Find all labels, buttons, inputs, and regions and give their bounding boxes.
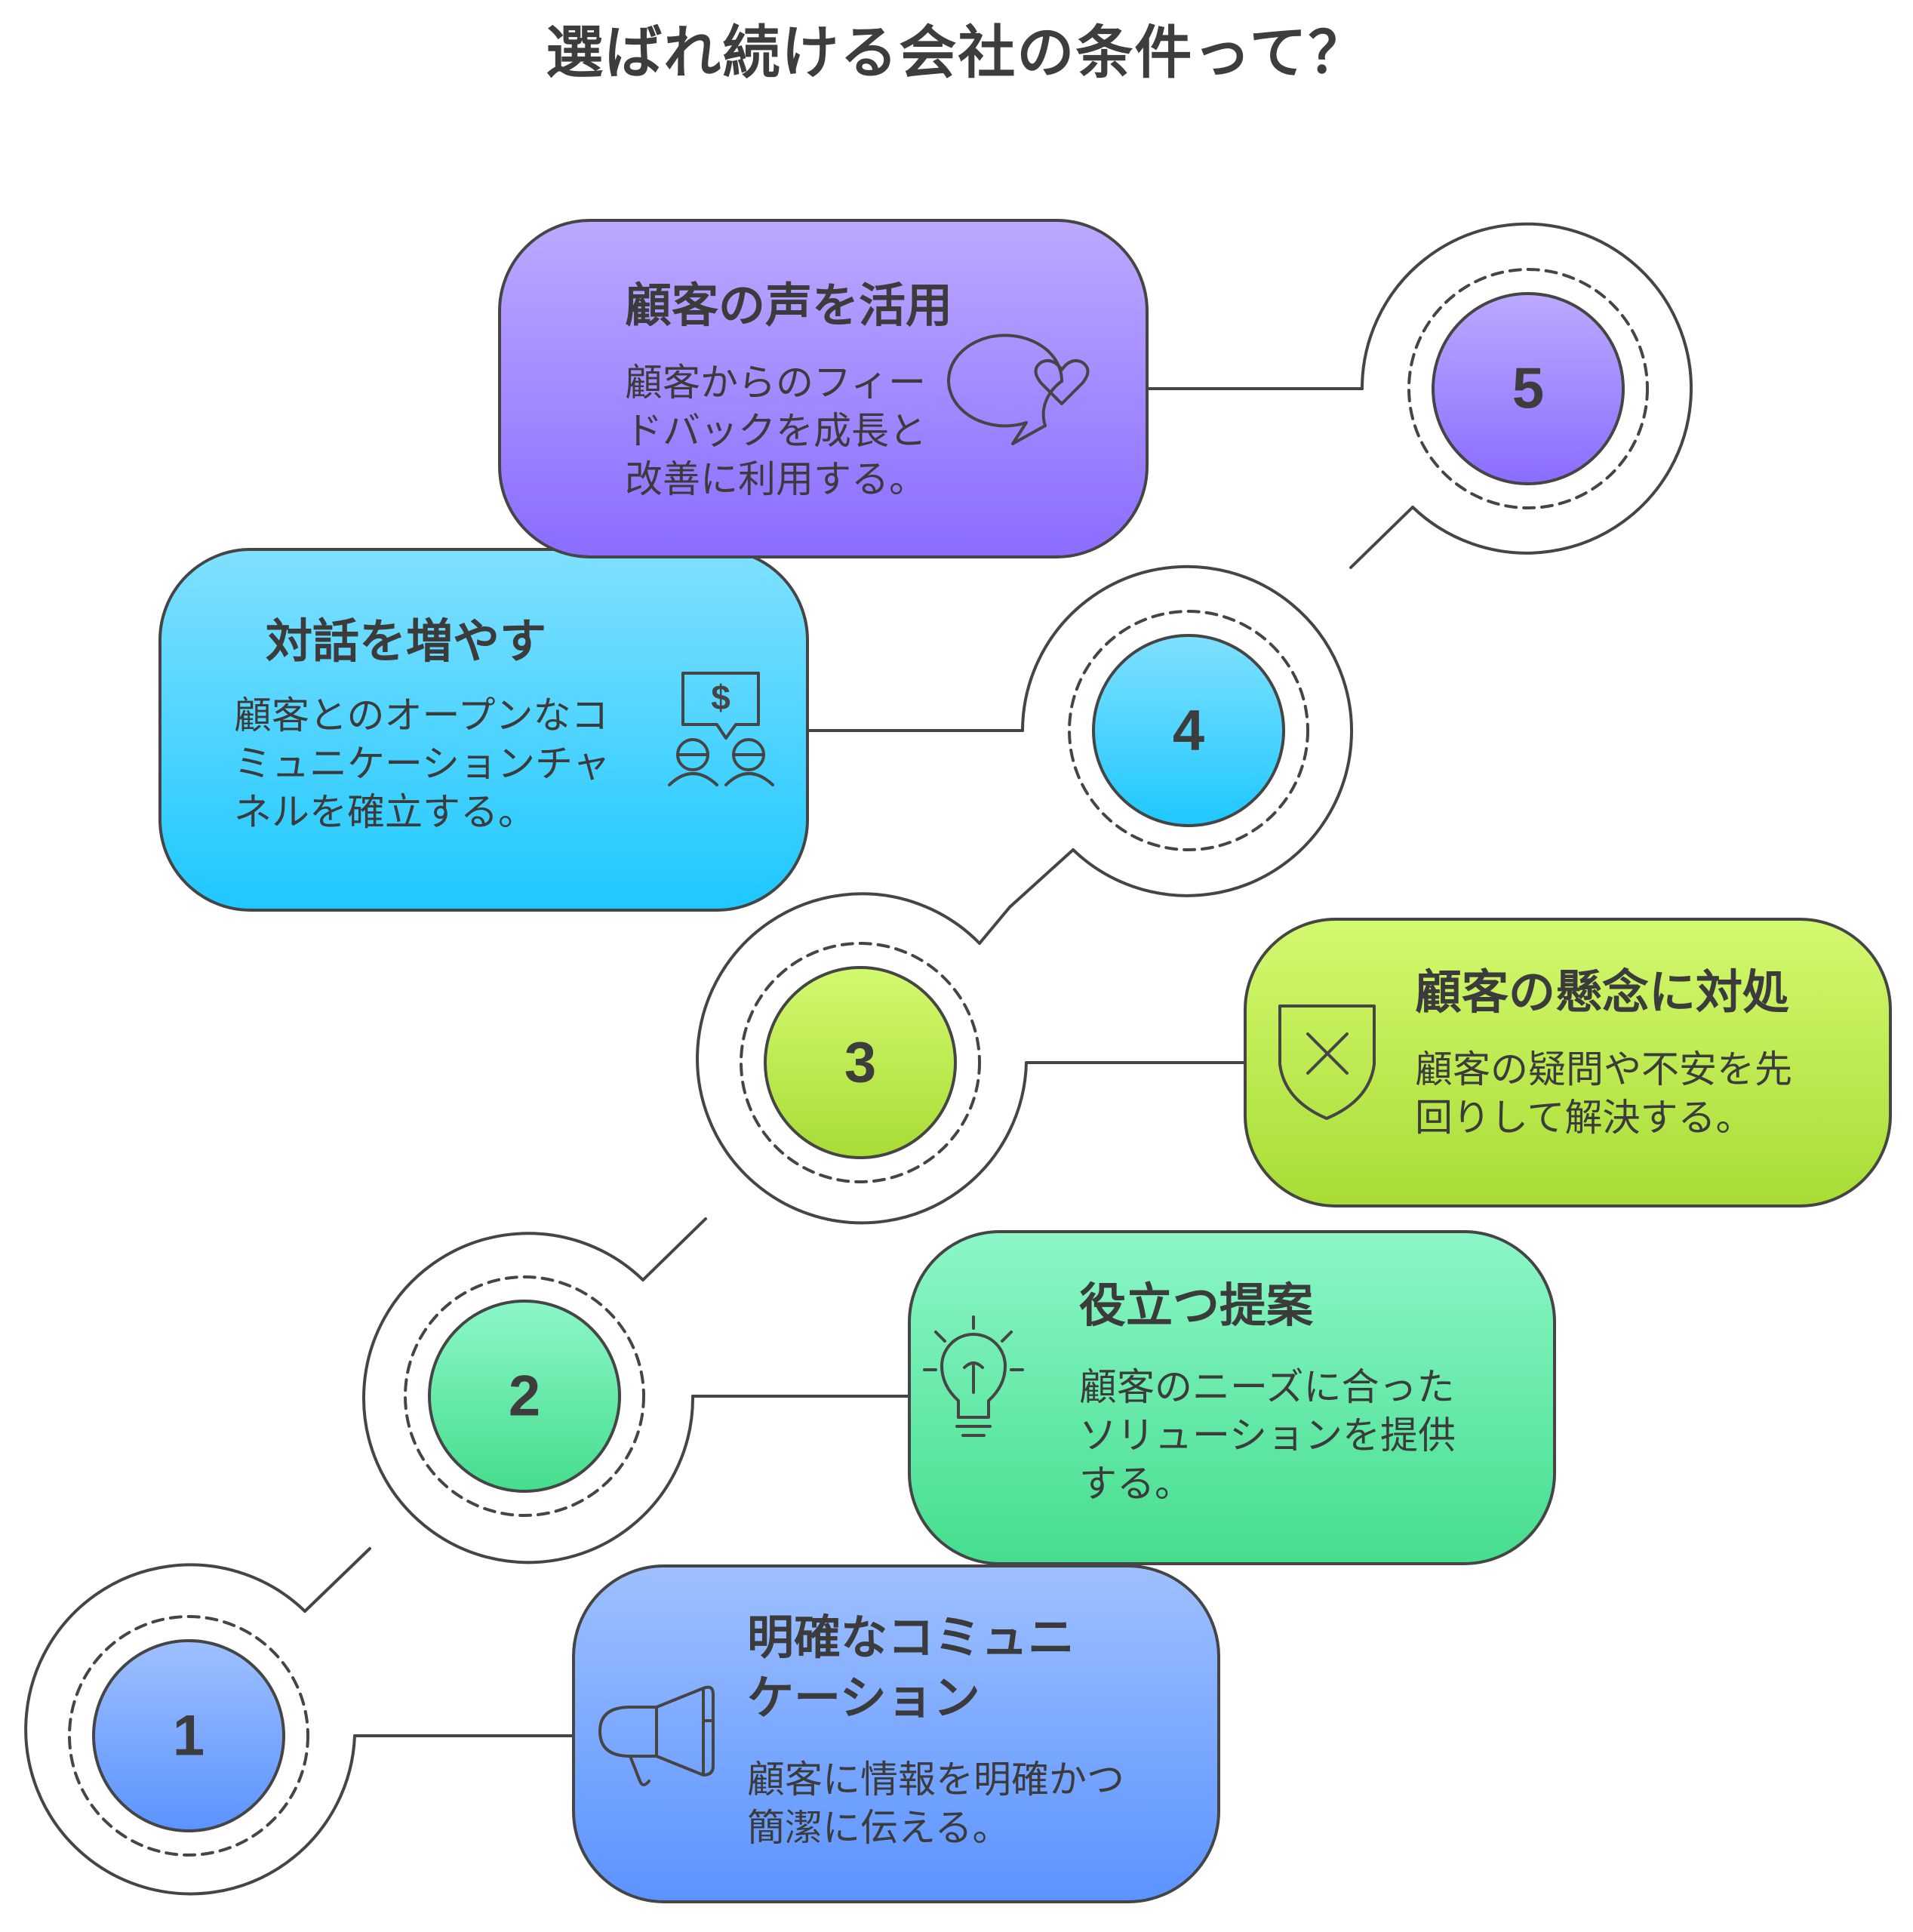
card-4 (158, 548, 809, 912)
step-circle-1 (92, 1639, 285, 1832)
card-title-2: 役立つ提案 (1079, 1278, 1314, 1333)
ring-5 (1361, 222, 1693, 555)
card-text-1: 明確なコミュニ ケーション 顧客に情報を明確かつ 簡潔に伝える。 (747, 1607, 1185, 1852)
megaphone-icon (598, 1685, 715, 1786)
svg-text:$: $ (711, 678, 730, 717)
ring-1 (24, 1563, 356, 1896)
card-text-5: 顧客の声を活用 顧客からのフィー ドバックを成長と 改善に利用する。 (625, 275, 972, 503)
card-description-1: 顧客に情報を明確かつ 簡潔に伝える。 (747, 1758, 1124, 1850)
step-circle-2 (428, 1300, 621, 1493)
card-1 (572, 1564, 1220, 1903)
ring-2 (362, 1232, 695, 1564)
dashed-ring-2 (404, 1275, 645, 1517)
shield-x-icon (1278, 1004, 1376, 1120)
dashed-ring-4 (1068, 610, 1309, 851)
link-line-2-3 (641, 1217, 707, 1281)
card-text-2: 役立つ提案 顧客のニーズに合った ソリューションを提供 する。 (1079, 1275, 1532, 1508)
step-number-1: 1 (173, 1704, 205, 1768)
heart-speech-bubble-icon (947, 334, 1090, 445)
card-description-2: 顧客のニーズに合った ソリューションを提供 する。 (1079, 1365, 1456, 1506)
ring-4 (1021, 565, 1353, 897)
link-line-4-5 (1008, 848, 1075, 909)
dashed-ring-5 (1407, 268, 1649, 509)
lightbulb-icon (923, 1315, 1024, 1437)
card-description-3: 顧客の疑問や不安を先 回りして解決する。 (1415, 1048, 1792, 1140)
step-circle-4 (1092, 634, 1285, 827)
step-circle-3 (764, 966, 957, 1159)
ring-3 (696, 892, 1028, 1225)
card-title-4: 対話を増やす (266, 614, 547, 669)
page-title: 選ばれ続ける会社の条件って？ (546, 19, 1367, 86)
card-description-5: 顧客からのフィー ドバックを成長と 改善に利用する。 (625, 361, 927, 501)
card-description-4: 顧客とのオープンなコ ミュニケーションチャ ネルを確立する。 (234, 694, 610, 834)
dashed-ring-1 (68, 1615, 309, 1857)
card-5 (498, 219, 1149, 558)
step-number-4: 4 (1173, 699, 1204, 763)
chat-dollar-people-icon: $ (668, 672, 774, 786)
step-number-2: 2 (509, 1364, 540, 1429)
card-title-1: 明確なコミュニ ケーション (747, 1610, 1075, 1725)
card-title-3: 顧客の懸念に対処 (1415, 964, 1790, 1020)
card-2 (908, 1230, 1556, 1565)
dashed-ring-3 (740, 942, 981, 1183)
link-line-1-2 (303, 1547, 371, 1613)
card-title-5: 顧客の声を活用 (625, 278, 953, 333)
link-line-5-end (1349, 506, 1414, 569)
card-text-3: 顧客の懸念に対処 顧客の疑問や不安を先 回りして解決する。 (1415, 962, 1868, 1142)
card-3 (1244, 918, 1892, 1208)
card-text-4: 対話を増やす 顧客とのオープンなコ ミュニケーションチャ ネルを確立する。 (234, 611, 657, 836)
link-line-3-4 (978, 906, 1011, 945)
step-circle-5 (1432, 292, 1625, 485)
step-number-3: 3 (844, 1031, 876, 1095)
step-number-5: 5 (1512, 357, 1544, 421)
